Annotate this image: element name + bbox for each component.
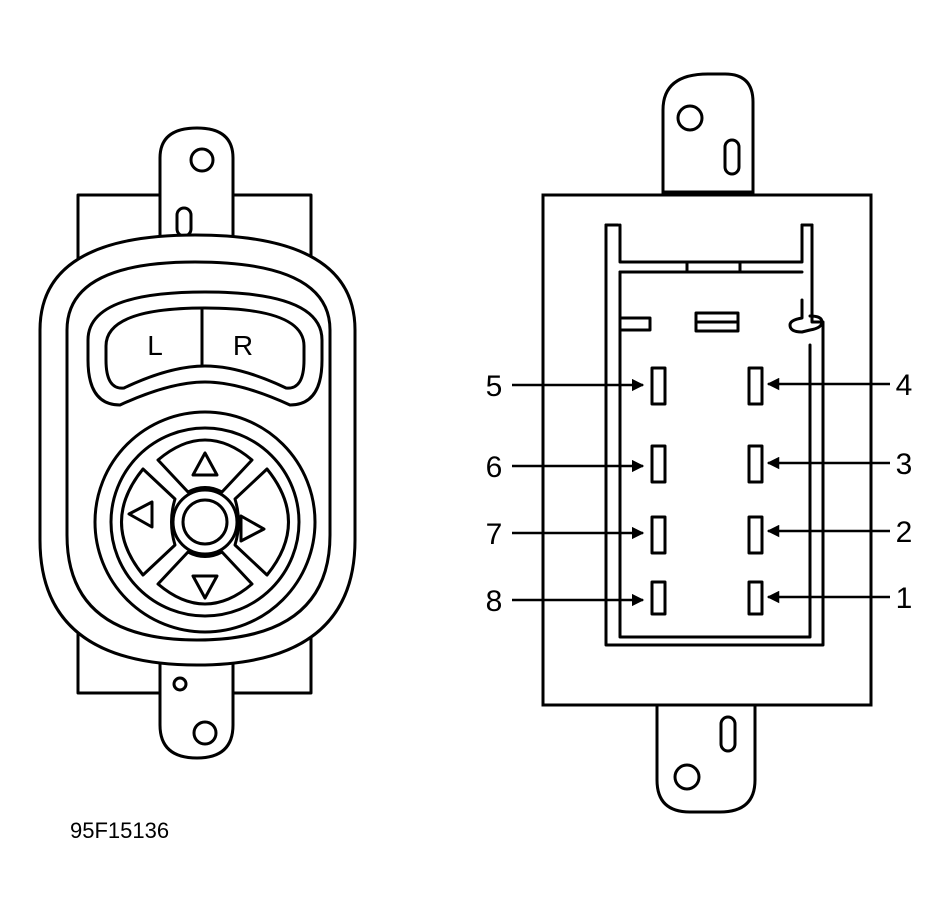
connector-view: 5 6 7 8 4 3 2 1 — [486, 72, 913, 814]
pin-slots — [650, 366, 764, 616]
pin-3 — [747, 444, 764, 484]
up-button[interactable] — [156, 438, 254, 494]
pin-5 — [650, 366, 667, 406]
direction-pad[interactable] — [93, 410, 317, 634]
down-button[interactable] — [156, 550, 254, 606]
pin-6 — [650, 444, 667, 484]
connector-body — [541, 193, 873, 707]
left-select-label: L — [147, 330, 163, 361]
pin-4 — [747, 366, 764, 406]
right-select-label: R — [233, 330, 253, 361]
figure-code: 95F15136 — [70, 818, 169, 843]
center-knob — [181, 498, 229, 546]
up-arrow-icon — [191, 451, 219, 477]
left-arrow-icon — [127, 500, 154, 529]
left-button[interactable] — [120, 467, 177, 577]
pin-label-6: 6 — [486, 451, 503, 484]
lr-selector-button[interactable] — [104, 306, 306, 390]
pin-label-2: 2 — [896, 516, 913, 549]
right-arrow-icon — [239, 514, 266, 543]
pin-label-4: 4 — [896, 369, 913, 402]
pin-1 — [747, 580, 764, 616]
pin-label-7: 7 — [486, 518, 503, 551]
pin-8 — [650, 580, 667, 616]
switch-face-view: L R — [38, 126, 357, 760]
down-arrow-icon — [191, 574, 219, 600]
pin-2 — [747, 515, 764, 555]
pin-label-3: 3 — [896, 448, 913, 481]
pin-label-5: 5 — [486, 370, 503, 403]
pin-7 — [650, 515, 667, 555]
pin-label-8: 8 — [486, 585, 503, 618]
right-button[interactable] — [233, 467, 290, 577]
pin-label-1: 1 — [896, 582, 913, 615]
